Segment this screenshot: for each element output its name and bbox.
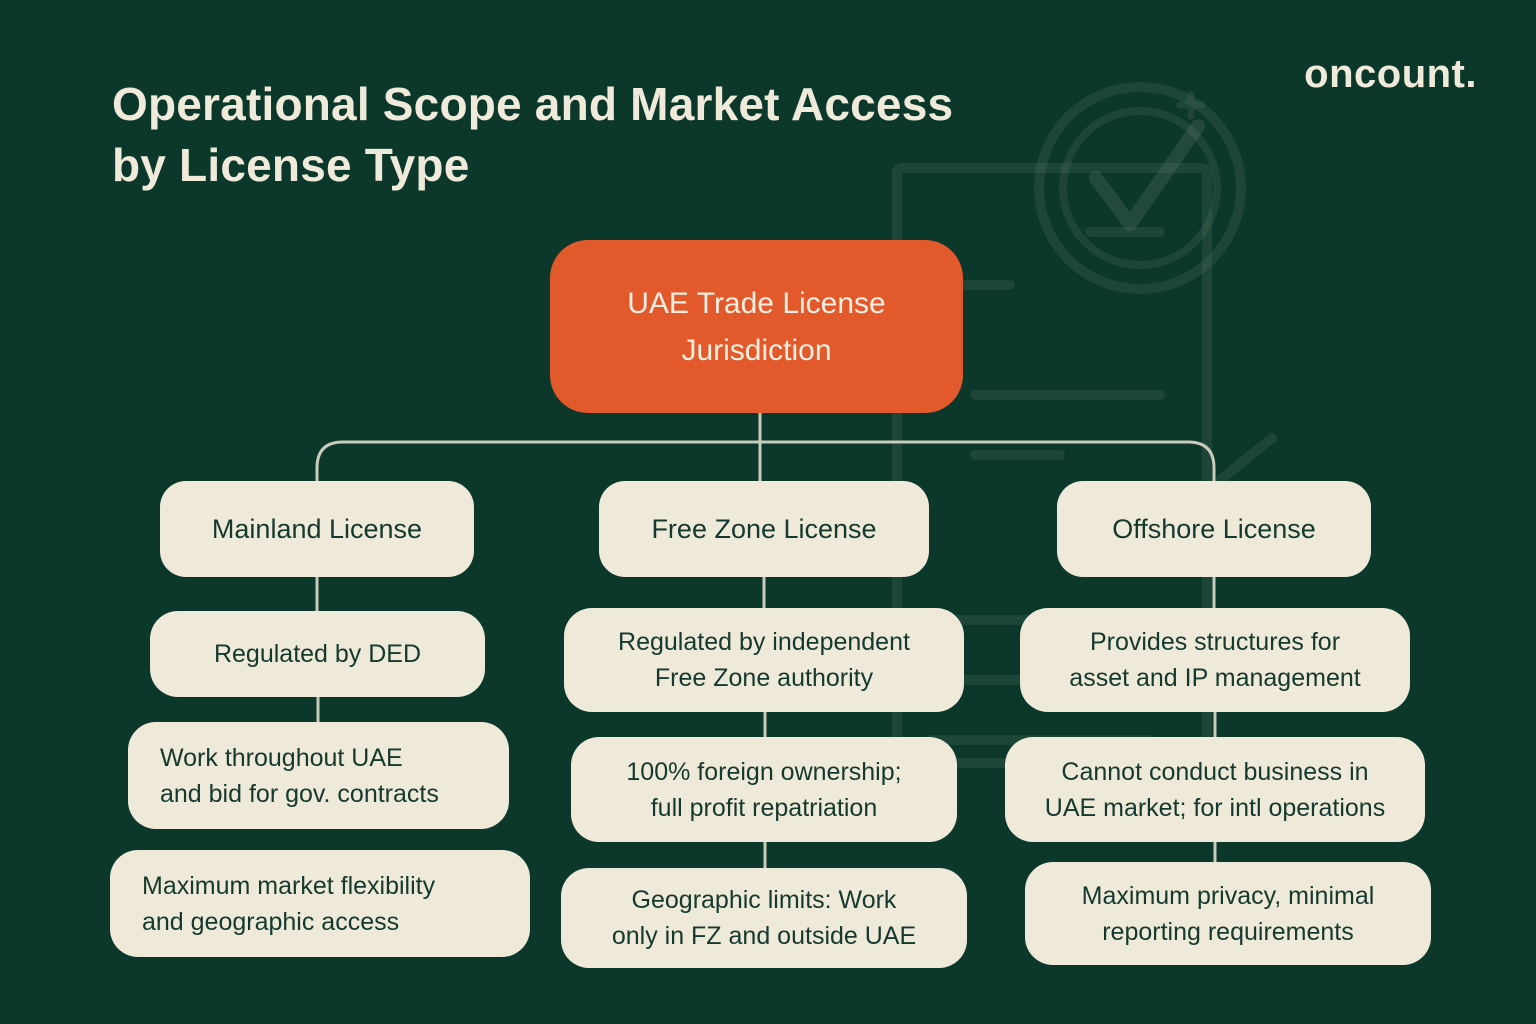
node-offshore-item-structures: Provides structures for asset and IP man… (1020, 608, 1410, 712)
node-freezone-item-regulator: Regulated by independent Free Zone autho… (564, 608, 964, 712)
node-mainland-item-flexibility: Maximum market flexibility and geographi… (110, 850, 530, 957)
node-root-jurisdiction: UAE Trade License Jurisdiction (550, 240, 963, 413)
node-freezone-item-ownership: 100% foreign ownership; full profit repa… (571, 737, 957, 842)
node-offshore-license: Offshore License (1057, 481, 1371, 577)
connector-branch-rail (315, 440, 1216, 481)
node-offshore-item-privacy: Maximum privacy, minimal reporting requi… (1025, 862, 1431, 965)
node-mainland-license: Mainland License (160, 481, 474, 577)
seal-inner-circle-icon (1059, 107, 1221, 269)
node-mainland-item-regulator: Regulated by DED (150, 611, 485, 697)
node-freezone-item-limits: Geographic limits: Work only in FZ and o… (561, 868, 967, 968)
page-title: Operational Scope and Market Access by L… (112, 78, 954, 191)
node-mainland-item-scope: Work throughout UAE and bid for gov. con… (128, 722, 509, 829)
brand-logo: oncount. (1304, 52, 1477, 96)
checkmark-icon (1089, 119, 1205, 231)
node-free-zone-license: Free Zone License (599, 481, 929, 577)
node-offshore-item-restrictions: Cannot conduct business in UAE market; f… (1005, 737, 1425, 842)
seal-outer-circle-icon (1034, 82, 1246, 294)
